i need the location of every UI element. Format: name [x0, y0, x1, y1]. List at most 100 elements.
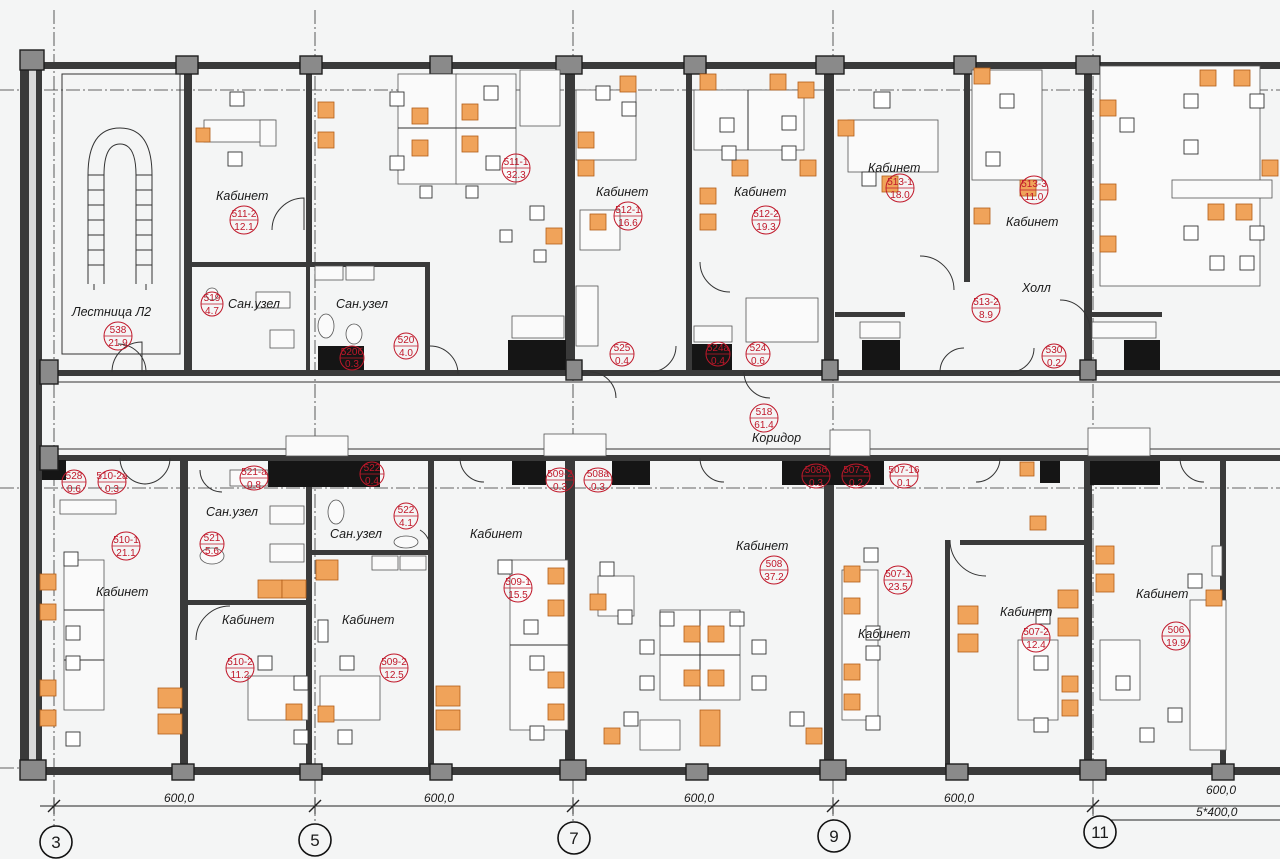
room-num-510-1: 510-1 [113, 535, 139, 546]
room-area-521-a: 0.8 [247, 480, 261, 491]
room-label-506: Кабинет [1136, 587, 1188, 601]
room-label-538: Лестница Л2 [71, 305, 151, 319]
room-label-508: Кабинет [736, 539, 788, 553]
room-num-509-2-small: 509-2 [547, 469, 573, 480]
room-num-510-2: 510-2 [227, 657, 253, 668]
room-area-507-2-small: 0.2 [849, 478, 863, 489]
chairs-orange [39, 67, 1279, 747]
room-num-518: 518 [756, 407, 773, 418]
room-area-520: 4.0 [399, 348, 413, 359]
room-label-510-1: Кабинет [96, 585, 148, 599]
axis-marker-7: 7 [569, 829, 578, 848]
room-num-508b: 508б [805, 464, 828, 476]
room-area-525: 0.4 [615, 356, 629, 367]
room-area-528: 0.6 [67, 484, 81, 495]
room-area-519: 4.7 [205, 306, 219, 317]
room-num-512-1: 512-1 [615, 205, 641, 216]
room-area-508: 37.2 [764, 572, 784, 583]
dimension-line: 600,0 600,0 600,0 600,0 600,0 5*400,0 [40, 783, 1280, 821]
room-area-513-3: 11.0 [1025, 192, 1044, 203]
room-num-507-2: 507-2 [1023, 627, 1049, 638]
room-num-511-1: 511-1 [504, 157, 529, 168]
dimension-label-2: 600,0 [424, 791, 454, 805]
room-label-522: Сан.узел [330, 527, 382, 541]
room-num-509-1: 509-1 [505, 577, 531, 588]
room-label-511-2: Кабинет [216, 189, 268, 203]
room-area-522-small: 0.4 [365, 476, 379, 487]
room-num-513-2: 513-2 [973, 297, 999, 308]
room-area-512-1: 16.6 [618, 218, 638, 229]
room-label-519: Сан.узел [228, 297, 280, 311]
outer-walls [20, 62, 1280, 775]
room-num-520: 520 [398, 335, 415, 346]
structural-columns [19, 49, 1235, 781]
room-label-507-2: Кабинет [1000, 605, 1052, 619]
axis-marker-9: 9 [829, 827, 838, 846]
room-area-530: 0.2 [1047, 358, 1061, 369]
corridor-walls [42, 370, 1280, 461]
room-num-521: 521 [204, 533, 221, 544]
room-num-521-a: 521-а [241, 467, 267, 478]
room-num-525: 525 [614, 343, 631, 354]
staircase [61, 73, 181, 355]
room-num-513-1: 513-1 [887, 177, 913, 188]
room-num-506: 506 [1168, 625, 1185, 636]
axis-marker-11: 11 [1091, 823, 1109, 842]
room-area-511-1: 32.3 [506, 170, 526, 181]
room-area-520b: 0.3 [345, 359, 359, 370]
axis-marker-3: 3 [51, 833, 60, 852]
dimension-label-4: 600,0 [944, 791, 974, 805]
room-num-524: 524 [750, 343, 767, 354]
room-label-509-2: Кабинет [342, 613, 394, 627]
room-num-511-2: 511-2 [232, 209, 257, 220]
dimension-label-6: 5*400,0 [1196, 805, 1238, 819]
room-area-538: 21.9 [108, 338, 128, 349]
room-num-519: 519 [204, 293, 221, 304]
room-num-513-3: 513-3 [1021, 179, 1047, 190]
axis-marker-5: 5 [310, 831, 319, 850]
room-tags: 538 21.9 511-2 12.1 511-1 32.3 512-1 16.… [61, 153, 1191, 683]
room-area-510-2: 11.2 [231, 670, 250, 681]
room-area-508a: 0.3 [591, 482, 605, 493]
room-area-518: 61.4 [754, 420, 774, 431]
room-num-522: 522 [398, 505, 415, 516]
doors [111, 197, 1205, 641]
axis-markers: 3 5 7 9 11 [39, 815, 1117, 859]
room-label-520: Сан.узел [336, 297, 388, 311]
room-area-507-1: 23.5 [888, 582, 908, 593]
room-num-507-2-small: 507-2 [843, 465, 869, 476]
room-area-510-2a: 0.3 [105, 484, 119, 495]
room-area-521: 5.6 [205, 546, 219, 557]
room-num-507-16: 507-16 [888, 465, 920, 476]
room-label-513-2: Холл [1021, 281, 1051, 295]
room-label-507-1: Кабинет [858, 627, 910, 641]
room-area-513-1: 18.0 [890, 190, 910, 201]
room-label-521: Сан.узел [206, 505, 258, 519]
room-area-506: 19.9 [1166, 638, 1186, 649]
room-num-507-1: 507-1 [885, 569, 911, 580]
room-area-508b: 0.3 [809, 478, 823, 489]
room-num-538: 538 [110, 325, 127, 336]
room-area-512-2: 19.3 [756, 222, 776, 233]
room-area-522: 4.1 [399, 518, 413, 529]
room-label-513-1: Кабинет [868, 161, 920, 175]
room-area-509-2-small: 0.3 [553, 482, 567, 493]
room-label-510-2: Кабинет [222, 613, 274, 627]
room-area-507-2: 12.4 [1026, 640, 1046, 651]
chairs-white [63, 85, 1265, 747]
room-label-512-2: Кабинет [734, 185, 786, 199]
room-num-512-2: 512-2 [753, 209, 779, 220]
room-area-509-2: 12.5 [384, 670, 404, 681]
room-num-528: 528 [66, 471, 83, 482]
room-area-524: 0.6 [751, 356, 765, 367]
room-label-513-3: Кабинет [1006, 215, 1058, 229]
room-num-508: 508 [766, 559, 783, 570]
room-num-522-small: 522 [364, 463, 381, 474]
room-num-530: 530 [1046, 345, 1063, 356]
room-label-512-1: Кабинет [596, 185, 648, 199]
dimension-label-1: 600,0 [164, 791, 194, 805]
room-num-509-2: 509-2 [381, 657, 407, 668]
room-area-507-16: 0.1 [897, 478, 911, 489]
room-label-518: Коридор [752, 431, 801, 445]
